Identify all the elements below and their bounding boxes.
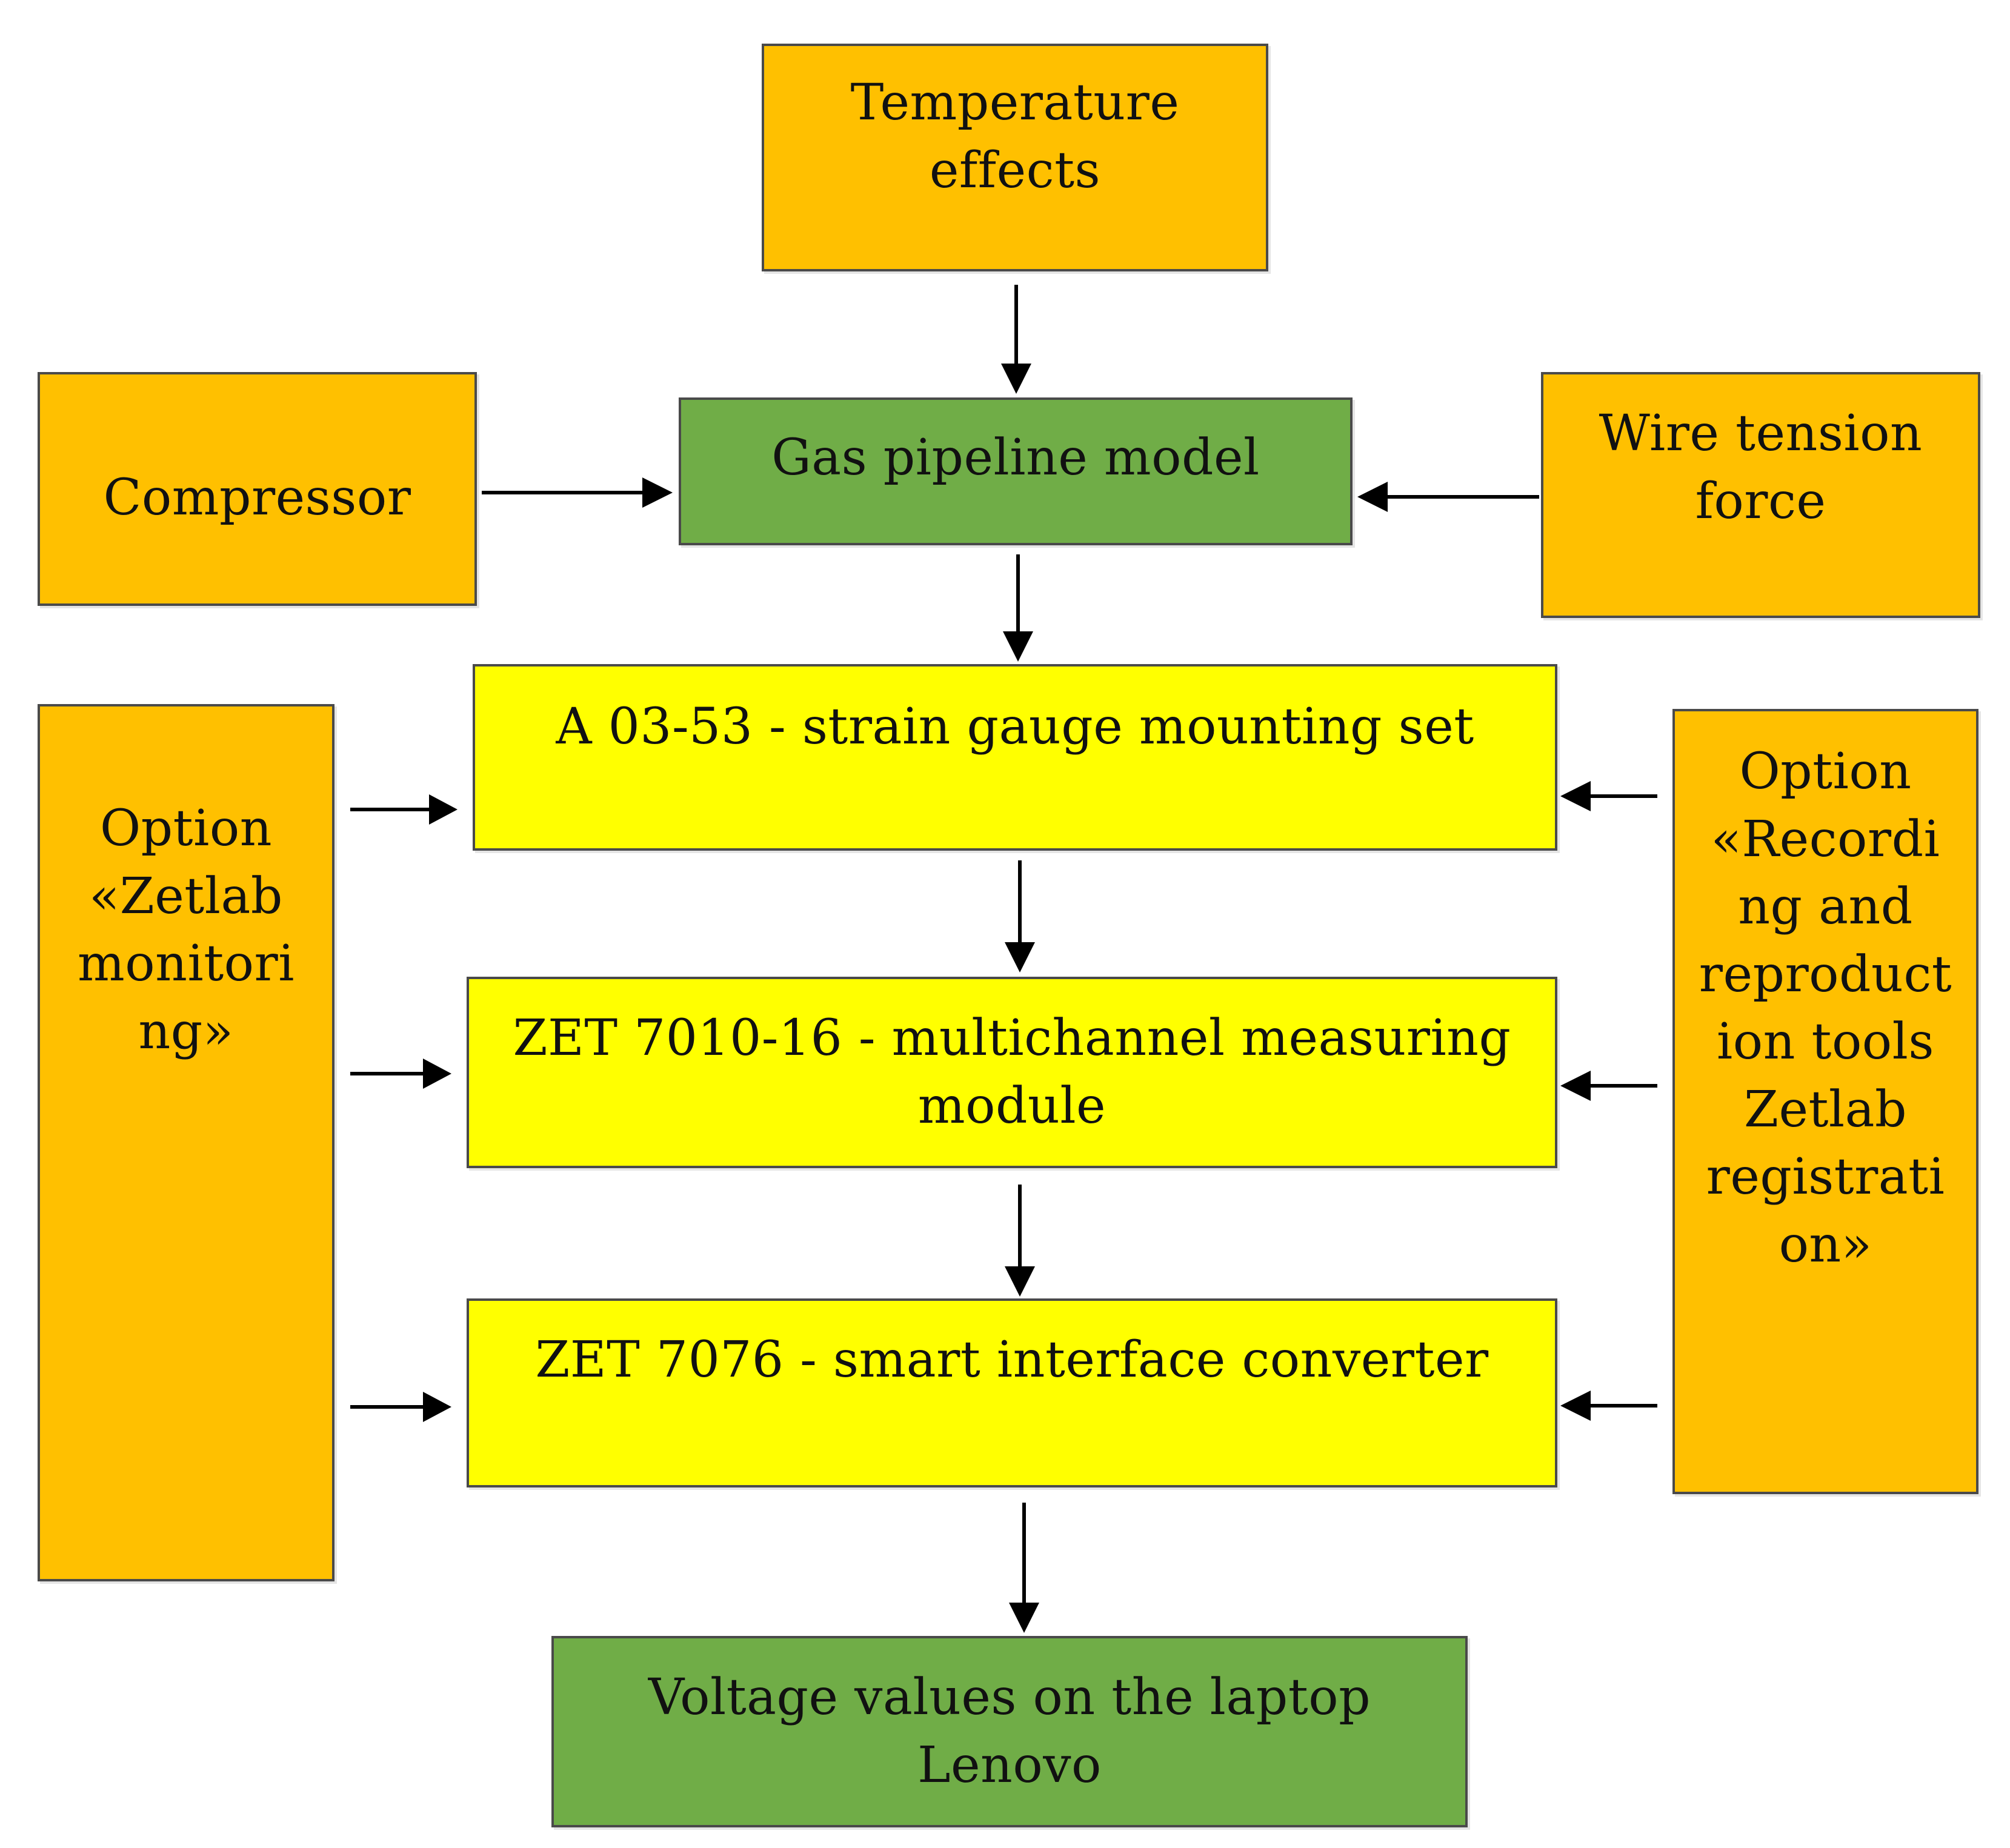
zet7076-label: ZET 7076 - smart interface converter — [535, 1331, 1489, 1389]
zet7010-line-1: ZET 7010-16 - multichannel measuring — [513, 1009, 1511, 1067]
arrowhead-compressor-to-pipeline — [642, 477, 673, 508]
recording-line-3: ng and — [1738, 878, 1913, 936]
zetlab-monitoring-line-1: Option — [99, 800, 273, 857]
arrowhead-recording-to-strain — [1560, 781, 1591, 811]
wire-tension-line-2: force — [1695, 472, 1826, 530]
temperature-effects-box: Temperature effects — [762, 44, 1268, 271]
recording-line-2: «Recordi — [1711, 810, 1940, 868]
recording-line-7: registrati — [1706, 1148, 1945, 1206]
zetlab-monitoring-line-3: monitori — [78, 935, 295, 993]
strain-gauge-mounting-set-box: A 03-53 - strain gauge mounting set — [473, 664, 1557, 851]
recording-line-5: ion tools — [1717, 1013, 1934, 1071]
arrowhead-recording-to-zet7010 — [1560, 1071, 1591, 1101]
zetlab-monitoring-line-4: ng» — [138, 1002, 234, 1060]
arrowhead-zet7010-to-zet7076 — [1005, 1266, 1035, 1297]
wire-tension-force-box: Wire tension force — [1541, 372, 1980, 618]
zet7076-interface-converter-box: ZET 7076 - smart interface converter — [467, 1298, 1557, 1487]
arrowhead-temperature-to-pipeline — [1001, 364, 1031, 394]
gas-pipeline-model-label: Gas pipeline model — [771, 429, 1260, 487]
wire-tension-line-1: Wire tension — [1599, 405, 1923, 462]
gas-pipeline-model-box: Gas pipeline model — [679, 397, 1353, 545]
compressor-label: Compressor — [103, 469, 411, 527]
zet7010-measuring-module-box: ZET 7010-16 - multichannel measuring mod… — [467, 977, 1557, 1168]
voltage-values-laptop-box: Voltage values on the laptop Lenovo — [551, 1636, 1468, 1827]
arrowhead-strain-to-zet7010 — [1005, 942, 1035, 972]
compressor-box: Compressor — [38, 372, 477, 606]
option-zetlab-monitoring-box: Option «Zetlab monitori ng» — [38, 704, 334, 1581]
arrowhead-wire-to-pipeline — [1357, 482, 1388, 512]
arrowhead-zet7076-to-voltage — [1009, 1603, 1039, 1633]
voltage-values-label: Voltage values on the laptop Lenovo — [648, 1669, 1371, 1794]
temperature-effects-line-2: effects — [929, 141, 1101, 199]
recording-line-4: reproduct — [1699, 945, 1952, 1003]
arrowhead-monitoring-to-zet7010 — [423, 1059, 451, 1089]
arrowhead-recording-to-zet7076 — [1560, 1391, 1591, 1421]
recording-line-6: Zetlab — [1743, 1080, 1908, 1138]
recording-line-8: on» — [1779, 1215, 1872, 1274]
strain-gauge-label: A 03-53 - strain gauge mounting set — [556, 698, 1474, 756]
arrowhead-pipeline-to-strain — [1003, 631, 1033, 662]
zet7010-line-2: module — [917, 1077, 1106, 1135]
arrowhead-monitoring-to-zet7076 — [423, 1392, 451, 1422]
recording-line-1: Option — [1739, 743, 1912, 800]
zetlab-monitoring-line-2: «Zetlab — [89, 867, 283, 925]
temperature-effects-line-1: Temperature — [850, 74, 1180, 131]
option-recording-reproduction-box: Option «Recordi ng and reproduct ion too… — [1672, 709, 1978, 1494]
arrowhead-monitoring-to-strain — [429, 794, 458, 825]
